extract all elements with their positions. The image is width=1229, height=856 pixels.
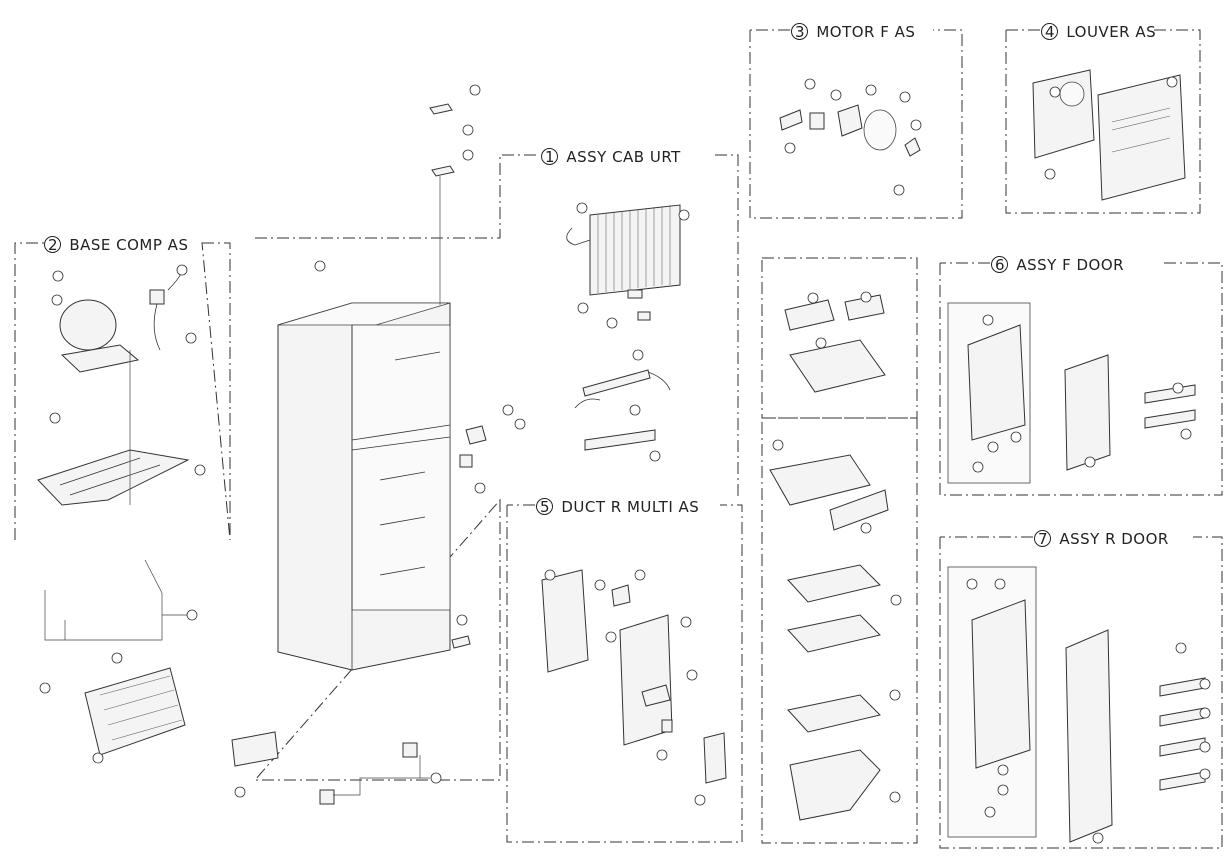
group-1-number: 1 — [545, 148, 555, 166]
heater-part — [574, 369, 671, 451]
condenser-part — [566, 204, 681, 296]
svg-text:2 BASE COMP AS: 2 BASE COMP AS — [48, 236, 188, 254]
group-base-comp-as: 2 BASE COMP AS — [14, 236, 231, 764]
group-number-circle — [541, 148, 558, 165]
group-4-title: LOUVER AS — [1066, 23, 1156, 41]
svg-text:4 LOUVER AS: 4 LOUVER AS — [1045, 23, 1156, 41]
svg-text:6 ASSY F DOOR: 6 ASSY F DOOR — [995, 256, 1124, 274]
compressor-part — [59, 299, 140, 373]
group-5-title: DUCT R MULTI AS — [561, 498, 699, 516]
group-6-number: 6 — [995, 256, 1005, 274]
group-duct-r-multi-as: 5 DUCT R MULTI AS — [506, 498, 743, 843]
refrigerator-cabinet — [277, 302, 451, 671]
group-number-circle — [536, 498, 553, 515]
group-7-title: ASSY R DOOR — [1059, 530, 1169, 548]
base-plate-part — [37, 449, 190, 506]
group-number-circle — [44, 236, 61, 253]
group-7-number: 7 — [1038, 530, 1048, 548]
group-6-title: ASSY F DOOR — [1016, 256, 1124, 274]
svg-text:5 DUCT R MULTI AS: 5 DUCT R MULTI AS — [540, 498, 699, 516]
group-number-circle — [1041, 23, 1058, 40]
group-3-title: MOTOR F AS — [816, 23, 915, 41]
group-number-circle — [791, 23, 808, 40]
group-louver-as: 4 LOUVER AS — [1005, 23, 1201, 214]
foot-and-bin-parts — [231, 731, 442, 805]
group-number-circle — [1034, 530, 1051, 547]
group-motor-f-as: 3 MOTOR F AS — [749, 23, 963, 219]
group-assy-r-door: 7 ASSY R DOOR — [939, 530, 1223, 849]
group-assy-f-door: 6 ASSY F DOOR — [939, 256, 1223, 496]
cover-grille-part — [84, 667, 186, 756]
svg-text:3 MOTOR F AS: 3 MOTOR F AS — [795, 23, 915, 41]
group-2-title: BASE COMP AS — [69, 236, 188, 254]
group-number-circle — [991, 256, 1008, 273]
group-5-number: 5 — [540, 498, 550, 516]
group-1-title: ASSY CAB URT — [566, 148, 681, 166]
svg-text:1 ASSY CAB URT: 1 ASSY CAB URT — [545, 148, 681, 166]
svg-text:7 ASSY R DOOR: 7 ASSY R DOOR — [1038, 530, 1169, 548]
group-2-number: 2 — [48, 236, 58, 254]
group-assy-cab-urt: 1 ASSY CAB URT — [253, 84, 739, 781]
group-4-number: 4 — [1045, 23, 1055, 41]
shelves-and-drawers — [761, 257, 918, 844]
group-3-number: 3 — [795, 23, 805, 41]
